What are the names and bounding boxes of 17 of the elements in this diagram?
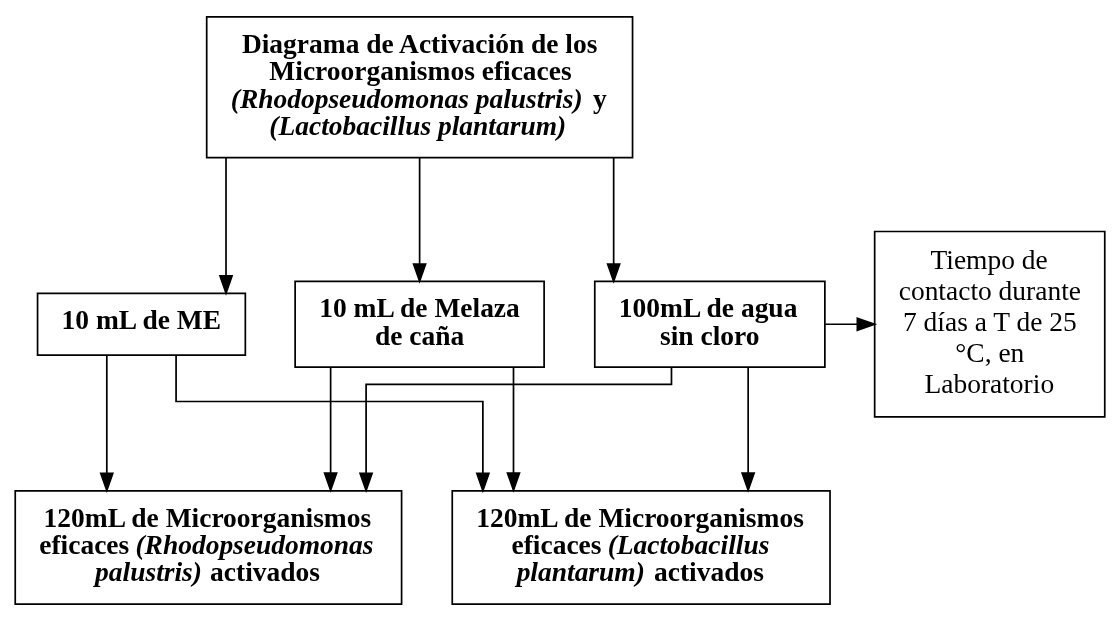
node-box: Diagrama de Activación de los Microorganismos eficaces (Rhodopseudomonas palustris) y (Lactobacillus plantarum) xyxy=(205,16,634,159)
arrow xyxy=(506,366,521,493)
arrow xyxy=(606,156,621,284)
arrow xyxy=(323,366,338,493)
node-box: 10 mL de ME xyxy=(36,292,247,356)
arrow xyxy=(218,156,234,296)
arrow xyxy=(175,354,491,494)
node-box: Tiempo de contacto durante 7 días a T de 25 °C, en Laboratorio xyxy=(873,230,1106,418)
arrow xyxy=(824,317,878,332)
arrow xyxy=(740,366,756,493)
node-box: 120mL de Microorganismos eficaces (Rhodopseudomonas palustris) activados xyxy=(14,489,403,605)
node-box: 120mL de Microorganismos eficaces (Lactobacillus plantarum) activados xyxy=(451,489,831,605)
node-box: 10 mL de Melaza de caña xyxy=(294,280,545,369)
arrow xyxy=(412,156,427,284)
arrow xyxy=(99,354,115,494)
arrow xyxy=(358,366,673,493)
node-box: 100mL de agua sin cloro xyxy=(593,280,826,369)
